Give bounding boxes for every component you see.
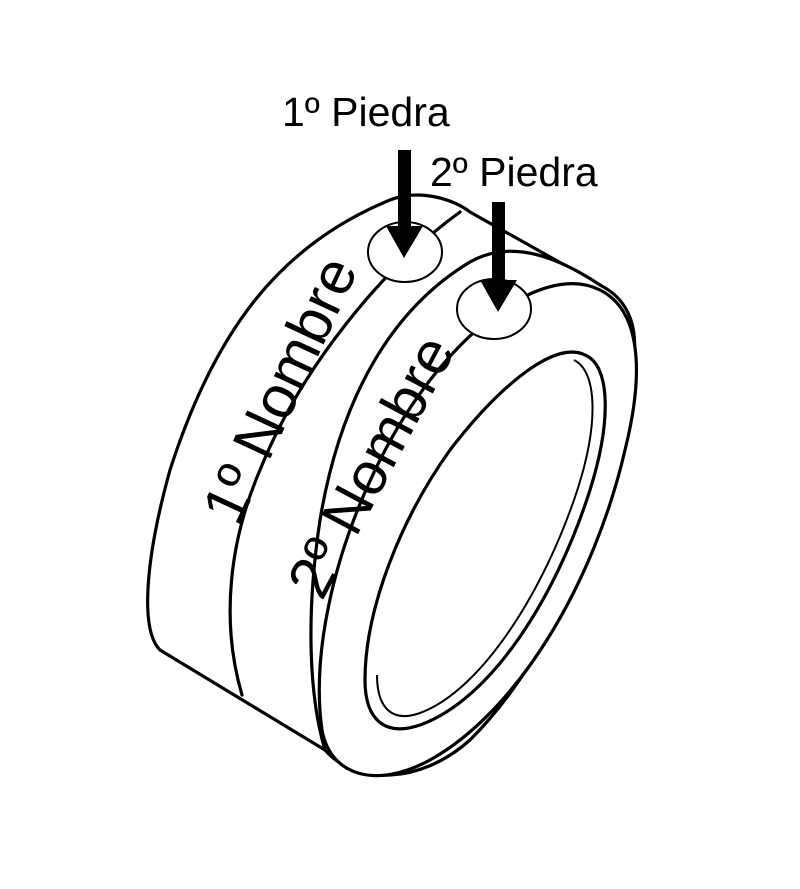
- arrow-stone-2: [480, 202, 517, 312]
- arrow-stone-1: [386, 150, 423, 258]
- ring-inner-opening-lip: [376, 359, 594, 718]
- stone-2-label: 2º Piedra: [430, 149, 598, 195]
- stone-1-label: 1º Piedra: [282, 89, 450, 135]
